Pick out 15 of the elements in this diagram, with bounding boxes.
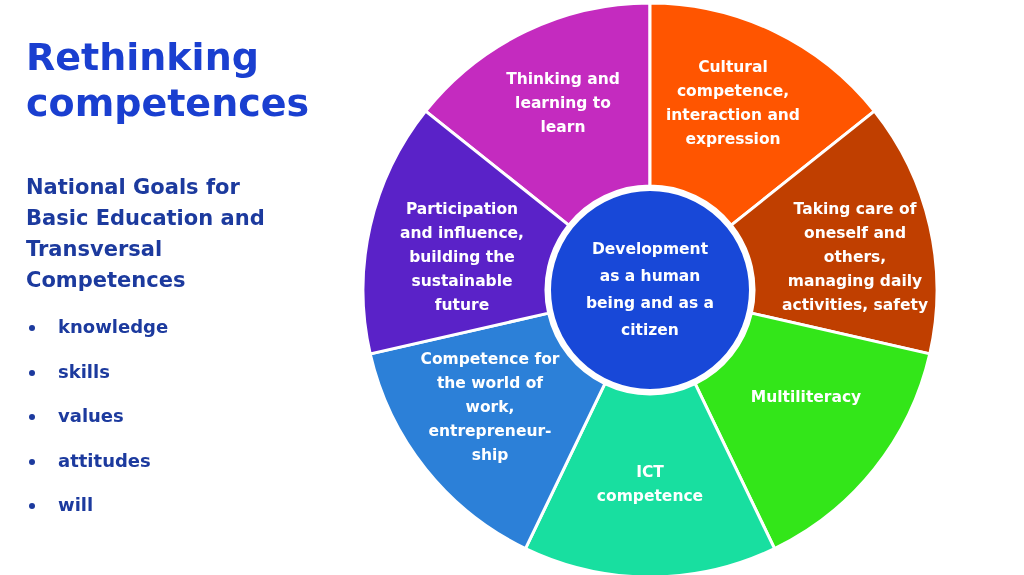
subtitle: National Goals for Basic Education and Transversal Competences <box>26 174 266 294</box>
segment-label: ICT competence <box>595 462 705 507</box>
bullet-item: attitudes <box>58 449 151 471</box>
title: Rethinking competences <box>26 34 311 126</box>
segment-label: Competence for the world of work, entrepreneur-ship <box>420 349 560 466</box>
bullet-item: skills <box>58 360 110 382</box>
bullet-item: knowledge <box>58 316 169 337</box>
segment-label: Cultural competence, interaction and expression <box>665 57 801 150</box>
bullet-item: values <box>58 405 124 426</box>
bullet-item: will <box>58 494 94 515</box>
segment-label: Thinking and learning to learn <box>505 69 621 138</box>
segment-label: Participation and influence, building the sustainable future <box>399 199 525 316</box>
center-label: Development as a human being and as a citizen <box>585 239 715 341</box>
segment-label: Taking care of oneself and others, managing daily activities, safety <box>781 199 929 316</box>
segment-label: Multiliteracy <box>749 387 863 408</box>
